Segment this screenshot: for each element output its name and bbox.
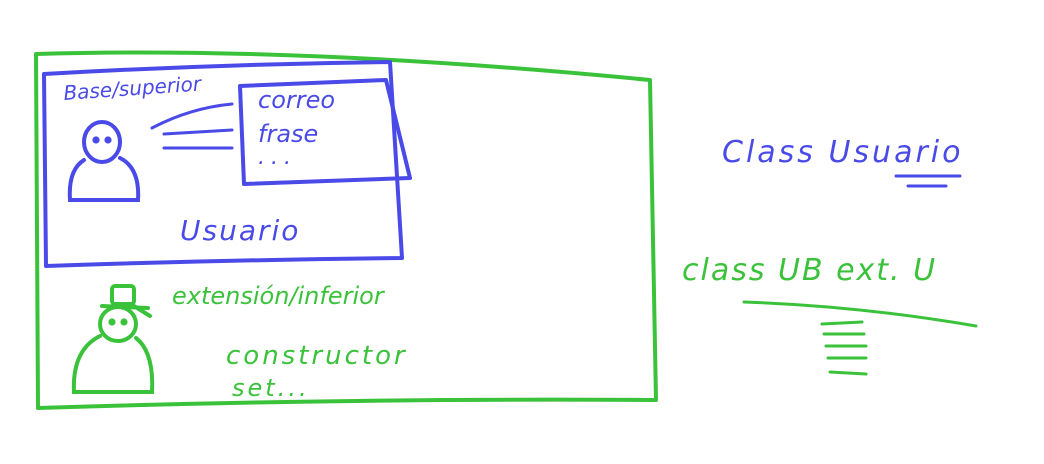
ub-underlines — [742, 300, 978, 376]
field-frase: frase — [258, 120, 318, 148]
note-class-ub: class UB ext. U — [682, 253, 937, 288]
base-panel-box — [42, 60, 404, 268]
person-icon — [67, 120, 141, 202]
usuario-underline — [894, 174, 962, 188]
field-correo: correo — [258, 86, 335, 114]
outer-green-box — [34, 50, 658, 410]
connector-lines — [150, 102, 234, 150]
member-constructor: constructor — [226, 341, 408, 371]
note-class-usuario: Class Usuario — [722, 135, 963, 170]
fields-box — [238, 78, 412, 186]
base-panel-title: Base/superior — [63, 71, 204, 105]
field-ellipsis: ... — [258, 145, 297, 170]
extension-panel-title: extensión/inferior — [172, 282, 386, 310]
member-set: set... — [232, 374, 310, 402]
base-class-name: Usuario — [180, 214, 300, 247]
person-with-hat-icon — [71, 284, 155, 394]
